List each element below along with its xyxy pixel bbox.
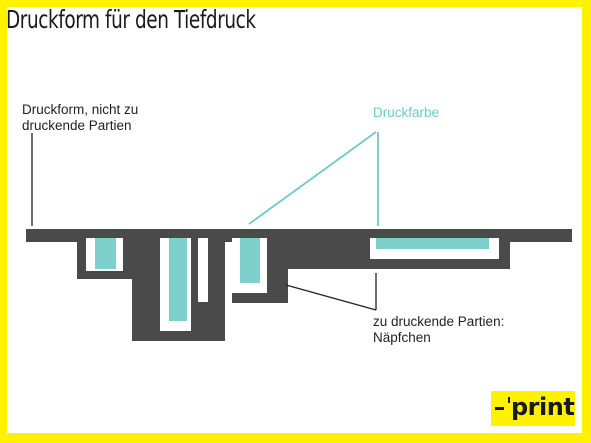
ink-fill-3 bbox=[240, 238, 260, 283]
plate-ridge-3 bbox=[267, 229, 370, 303]
label-druckform-line2: druckende Partien bbox=[22, 118, 132, 133]
leader-naepfchen-left bbox=[285, 284, 377, 311]
ink-fill-1 bbox=[95, 238, 116, 269]
logo-dash-mark bbox=[495, 407, 504, 410]
page-title: Druckform für den Tiefdruck bbox=[6, 5, 256, 34]
label-naepfchen-line2: Näpfchen bbox=[373, 330, 431, 345]
label-naepfchen-line1: zu druckende Partien: bbox=[373, 314, 505, 329]
well-cavity-2-divider bbox=[191, 238, 198, 331]
leader-druckfarbe-left bbox=[248, 131, 377, 225]
print-logo: print bbox=[491, 391, 575, 426]
ink-fill-2 bbox=[169, 238, 187, 321]
logo-text: print bbox=[511, 393, 575, 421]
logo-tick-mark bbox=[508, 397, 510, 403]
ink-fill-4 bbox=[376, 238, 489, 249]
label-druckform-line1: Druckform, nicht zu bbox=[22, 102, 139, 117]
label-naepfchen: zu druckende Partien: Näpfchen bbox=[373, 314, 504, 346]
plate-ridge-1 bbox=[123, 229, 160, 341]
label-druckfarbe: Druckfarbe bbox=[373, 105, 440, 120]
diagram-frame bbox=[7, 7, 582, 433]
plate-inner-step bbox=[208, 238, 220, 302]
label-druckform: Druckform, nicht zu druckende Partien bbox=[22, 102, 138, 134]
